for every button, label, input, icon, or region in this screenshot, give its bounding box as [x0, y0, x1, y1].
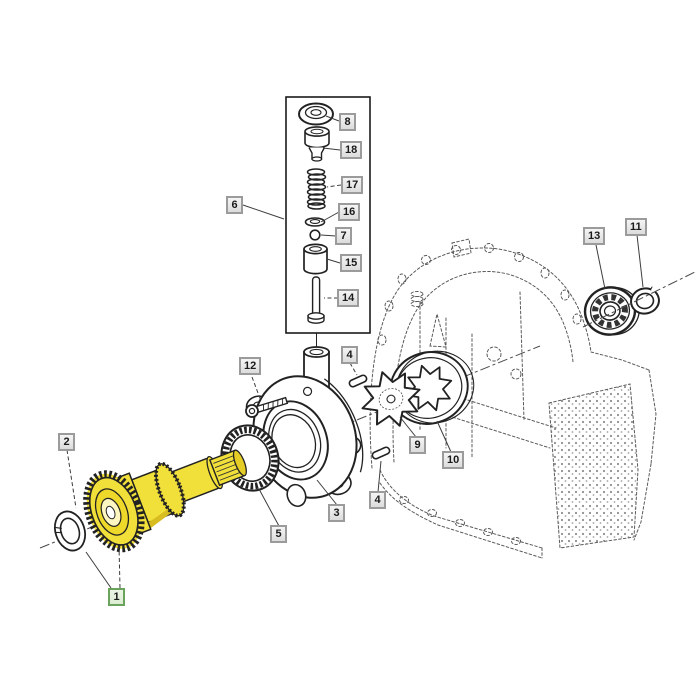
callout-11[interactable]: 11 [625, 218, 647, 236]
spring-seat-washer [304, 217, 326, 227]
ball-bearing [583, 286, 640, 336]
callout-2[interactable]: 2 [58, 433, 75, 451]
seal-washer [298, 102, 334, 126]
roll-pin-upper [348, 374, 368, 388]
relief-valve-spring [306, 168, 327, 210]
callout-7[interactable]: 7 [335, 227, 352, 245]
pump-inner-rotor [361, 371, 421, 427]
check-ball [309, 229, 321, 241]
callout-13[interactable]: 13 [583, 227, 606, 245]
callout-3[interactable]: 3 [328, 504, 345, 522]
callout-16[interactable]: 16 [338, 203, 361, 221]
callout-14[interactable]: 14 [337, 289, 360, 307]
callout-18[interactable]: 18 [340, 141, 363, 159]
valve-pin [307, 276, 325, 324]
bolt [245, 396, 289, 418]
callout-6[interactable]: 6 [226, 196, 243, 214]
callout-12[interactable]: 12 [239, 357, 262, 375]
callout-8[interactable]: 8 [339, 113, 356, 131]
leader-lines [66, 115, 644, 589]
input-shaft-assembly-highlighted [83, 449, 247, 553]
snap-ring [630, 286, 660, 315]
callout-9[interactable]: 9 [409, 436, 426, 454]
callout-5[interactable]: 5 [270, 525, 287, 543]
callout-15[interactable]: 15 [340, 254, 363, 272]
valve-piston [303, 243, 328, 275]
callout-4-upper[interactable]: 4 [341, 346, 358, 364]
valve-plug [304, 126, 330, 162]
callout-10[interactable]: 10 [442, 451, 465, 469]
callout-1[interactable]: 1 [108, 588, 125, 606]
callout-17[interactable]: 17 [341, 176, 364, 194]
thrust-washer [53, 510, 87, 552]
bearing-center-line [582, 271, 696, 328]
callout-4-lower[interactable]: 4 [369, 491, 386, 509]
roll-pin-lower [371, 446, 391, 460]
